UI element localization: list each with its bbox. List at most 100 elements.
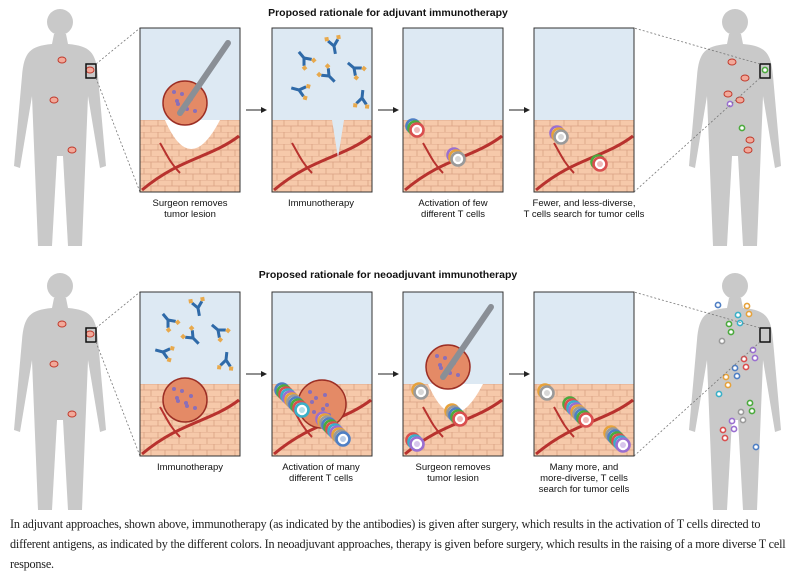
blood-vessel (273, 134, 372, 192)
t-cell (727, 328, 735, 336)
zoom-line (633, 341, 761, 457)
figure-caption: In adjuvant approaches, shown above, imm… (10, 517, 786, 571)
row2-panel4-label3: search for tumor cells (539, 484, 630, 495)
row2-panel2-label: Activation of many (282, 462, 360, 473)
t-cell (751, 354, 759, 362)
blood-vessel (141, 398, 240, 456)
t-cell (413, 384, 429, 400)
lesion (85, 330, 95, 338)
row1-title: Proposed rationale for adjuvant immunoth… (268, 7, 508, 19)
row1-panel4-label2: T cells search for tumor cells (524, 209, 645, 220)
row1-panel3-label2: different T cells (421, 209, 485, 220)
t-cell (739, 416, 747, 424)
zoom-line (95, 77, 141, 193)
t-cell (715, 390, 723, 398)
lesion (723, 90, 733, 98)
t-cell (728, 417, 736, 425)
t-cell (450, 151, 466, 167)
t-cell (726, 100, 734, 108)
t-cell (409, 436, 425, 452)
row1-panel4 (533, 27, 635, 193)
lesion (67, 410, 77, 418)
figure: Proposed rationale for adjuvant immunoth… (14, 7, 781, 510)
t-cell (743, 302, 751, 310)
antibody-icon (324, 34, 341, 55)
t-cell (761, 66, 769, 74)
lesion (67, 146, 77, 154)
antibody-icon (297, 50, 317, 71)
antibody-icon (161, 312, 181, 333)
zoom-box (85, 63, 97, 79)
lesion (57, 56, 67, 64)
antibody-icon (188, 296, 205, 317)
lesion (740, 74, 750, 82)
scalpel-icon (177, 40, 231, 116)
t-cell (721, 434, 729, 442)
t-cell (752, 443, 760, 451)
tumor (162, 377, 208, 423)
zoom-box (759, 327, 771, 343)
t-cell (539, 385, 555, 401)
t-cell (730, 425, 738, 433)
lesion (57, 320, 67, 328)
body-silhouette-top-left (14, 9, 106, 246)
t-cell (740, 355, 748, 363)
t-cell (719, 426, 727, 434)
t-cell (731, 364, 739, 372)
row2-panel1 (139, 291, 267, 457)
row2-panel3 (402, 291, 530, 457)
t-cell (722, 373, 730, 381)
lesion (49, 96, 59, 104)
t-cell (718, 337, 726, 345)
row2-title: Proposed rationale for neoadjuvant immun… (259, 269, 518, 281)
zoom-line (633, 77, 761, 193)
lesion (745, 136, 755, 144)
t-cell (724, 381, 732, 389)
t-cell (738, 124, 746, 132)
row1-panel3 (402, 27, 530, 193)
row2-panel4 (533, 291, 635, 457)
t-cell (725, 320, 733, 328)
t-cell (335, 431, 351, 447)
antibody-icon (316, 63, 336, 83)
row2-panel4-label: Many more, and (550, 462, 619, 473)
t-cell (748, 407, 756, 415)
t-cell (409, 122, 425, 138)
zoom-line (95, 341, 141, 457)
t-cell (737, 408, 745, 416)
antibody-icon (154, 345, 175, 363)
body-silhouette-bottom-right (689, 273, 781, 510)
antibody-icon (346, 61, 367, 81)
t-cell (615, 437, 631, 453)
zoom-line (633, 27, 761, 65)
scalpel-icon (440, 304, 494, 380)
row1-panel2-label: Immunotherapy (288, 198, 354, 209)
t-cell (714, 301, 722, 309)
t-cell (452, 411, 468, 427)
t-cell (592, 156, 608, 172)
antibody-icon (352, 89, 370, 109)
row1-panel2 (271, 27, 399, 193)
row2-panel4-label2: more-diverse, T cells (540, 473, 628, 484)
t-cell (749, 346, 757, 354)
row1-panel4-label: Fewer, and less-diverse, (533, 198, 636, 209)
row1-panel1 (139, 27, 267, 193)
lesion (727, 58, 737, 66)
lesion (85, 66, 95, 74)
row2-panel2 (271, 291, 399, 457)
t-cell (745, 310, 753, 318)
row2-panel3-label: Surgeon removes (416, 462, 491, 473)
row1-panel1-label2: tumor lesion (164, 209, 216, 220)
row2-panel1-label: Immunotherapy (157, 462, 223, 473)
t-cell (746, 399, 754, 407)
body-silhouette-bottom-left (14, 273, 106, 510)
zoom-box (85, 327, 97, 343)
t-cell (553, 129, 569, 145)
row1-panel1-label: Surgeon removes (153, 198, 228, 209)
blood-vessel (535, 134, 634, 192)
antibody-icon (210, 323, 231, 343)
row1-panel3-label: Activation of few (418, 198, 487, 209)
t-cell (578, 412, 594, 428)
row2-panel3-label2: tumor lesion (427, 473, 479, 484)
lesion (735, 96, 745, 104)
